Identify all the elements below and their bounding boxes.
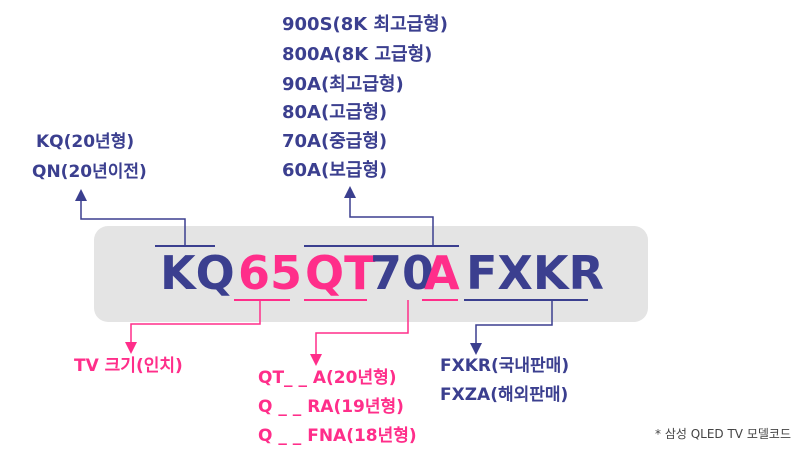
brand-item-kq: KQ(20년형)	[36, 132, 135, 152]
model-series-suffix: A	[424, 246, 460, 300]
grade-item-70a: 70A(중급형)	[282, 131, 388, 152]
size-label: TV 크기(인치)	[74, 356, 183, 376]
year-item-20: QT_ _ A(20년형)	[258, 368, 397, 388]
grade-item-80a: 80A(고급형)	[282, 102, 388, 123]
model-series-prefix: QT	[305, 246, 376, 300]
region-connector	[470, 300, 553, 355]
footnote: * 삼성 QLED TV 모델코드	[655, 427, 791, 441]
region-item-overseas: FXZA(해외판매)	[440, 385, 569, 405]
grade-item-900s: 900S(8K 최고급형)	[282, 14, 448, 35]
grade-item-90a: 90A(최고급형)	[282, 74, 404, 95]
brand-item-qn: QN(20년이전)	[32, 162, 147, 182]
grade-connector	[344, 186, 434, 246]
year-item-19: Q _ _ RA(19년형)	[258, 397, 404, 417]
model-size-code: 65	[238, 246, 303, 300]
size-connector	[125, 300, 261, 354]
model-code-box	[94, 226, 648, 322]
brand-connector	[75, 189, 186, 246]
year-connector	[310, 300, 409, 366]
year-item-18: Q _ _ FNA(18년형)	[258, 426, 417, 446]
grade-item-800a: 800A(8K 고급형)	[282, 44, 433, 65]
region-item-domestic: FXKR(국내판매)	[440, 356, 570, 376]
model-brand-code: KQ	[160, 246, 235, 300]
model-series-number: 70	[370, 246, 435, 300]
grade-item-60a: 60A(보급형)	[282, 160, 388, 181]
model-region-code: FXKR	[466, 246, 604, 300]
